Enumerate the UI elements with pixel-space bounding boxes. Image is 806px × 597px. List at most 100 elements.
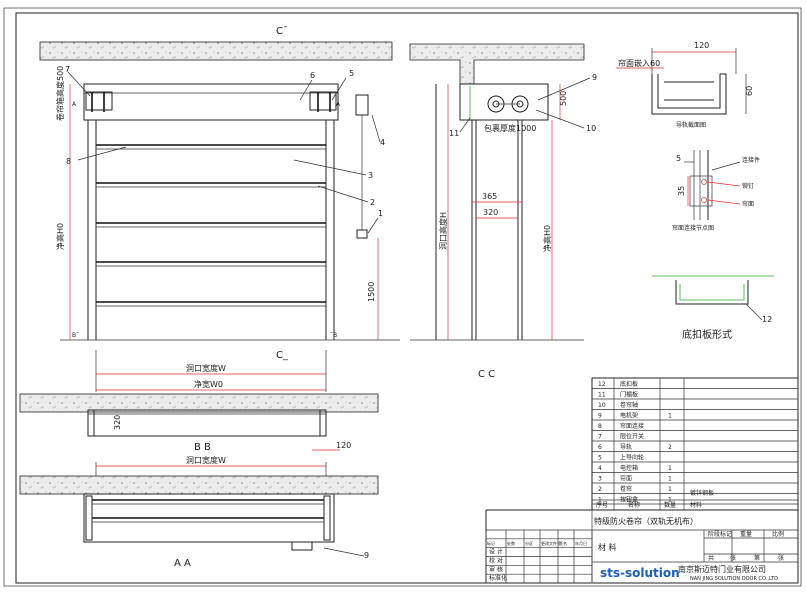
parts-cell-name: 底扣板: [620, 380, 638, 388]
tb-role: 标准化: [489, 574, 507, 582]
section-cc: 洞口高度H 净高H0 500 包裹厚度1000 365 320 9 10 11 …: [409, 43, 597, 380]
parts-cell-qty: 1: [668, 486, 672, 493]
guide-label-embed: 帘面嵌入60: [618, 58, 660, 68]
tb-column-header: 分区: [525, 540, 533, 546]
tb-material-label: 材 料: [598, 542, 617, 552]
slat-caption: 帘面连接节点图: [672, 224, 714, 232]
parts-cell-qty: 1: [668, 476, 672, 483]
tb-right-label-1: 阶段标记: [708, 530, 732, 538]
aa-slab: [19, 475, 379, 495]
guide-dim-120: 120: [694, 41, 709, 50]
slat-note-2: 铆钉: [742, 182, 754, 190]
detail-slat-connection: 5 35 连接件 铆钉 帘面 帘面连接节点图: [672, 150, 760, 232]
parts-cell-name: 电控箱: [620, 464, 638, 472]
parts-header-name: 名称: [628, 501, 640, 509]
mark-c-top: C¯: [276, 26, 288, 37]
parts-cell-no: 8: [598, 423, 602, 430]
callout-3: 3: [368, 171, 373, 180]
slat-dim-5: 5: [676, 154, 681, 163]
label-box-height: 卷帘箱高度500: [55, 66, 65, 121]
bb-title: B B: [194, 442, 211, 453]
tb-right-label-2: 重量: [740, 530, 752, 538]
parts-cell-name: 帘面: [620, 475, 632, 483]
tb-column-header: 签名: [559, 540, 567, 546]
parts-cell-no: 12: [598, 381, 606, 388]
title-block: 设 计校 对审 核标准化标记处数分区更改文件号签名年月日 特级防火卷帘（双轨无机…: [485, 509, 799, 584]
bb-dim-320: 320: [113, 415, 122, 430]
dim-1500: 1500: [367, 282, 376, 302]
detail-bottom-plate: 12 底扣板形式: [652, 275, 774, 341]
parts-header-mat: 材料: [690, 501, 702, 509]
callout-6: 6: [310, 71, 315, 80]
detail-guide-section: 120 帘面嵌入60 60 导轨截面图: [616, 41, 754, 129]
parts-cell-no: 4: [598, 465, 602, 472]
callout-5: 5: [349, 69, 354, 78]
tb-sheet-1: 共: [708, 554, 714, 562]
callout-8: 8: [66, 157, 71, 166]
tb-role: 校 对: [489, 557, 503, 565]
title-block-grid: 设 计校 对审 核标准化标记处数分区更改文件号签名年月日: [485, 530, 593, 583]
slat-note-3: 帘面: [742, 200, 754, 208]
company-name-cn: 南京斯迈特门业有限公司: [678, 564, 766, 574]
front-view: 卷帘箱高度500 净高H0 1500 C¯ A A B¯ ¯B C_ 7 6 5…: [39, 26, 400, 392]
aa-callout-9: 9: [364, 551, 369, 560]
inner-border: [15, 12, 799, 584]
bb-slab: [19, 393, 379, 413]
cc-dim-320: 320: [483, 208, 498, 217]
cc-dim-500: 500: [559, 91, 568, 106]
parts-cell-no: 11: [598, 392, 606, 399]
outer-border: [3, 7, 802, 587]
slat-note-1: 连接件: [742, 156, 760, 164]
mark-a-left: A: [72, 101, 77, 108]
button-box: [356, 229, 368, 239]
cc-label-opening-height: 洞口高度H: [438, 212, 448, 250]
mark-c-bottom: C_: [276, 350, 289, 361]
aa-title: A A: [174, 558, 191, 569]
parts-cell-qty: 1: [668, 465, 672, 472]
parts-cell-no: 9: [598, 413, 602, 420]
cc-callout-10: 10: [586, 124, 596, 133]
section-bb: 320 120 B B: [19, 393, 379, 453]
tb-column-header: 年月日: [575, 540, 587, 546]
parts-header-qty: 数量: [664, 501, 676, 509]
tb-product-name: 特级防火卷帘（双轨无机布）: [594, 516, 698, 526]
parts-cell-name: 按钮盒: [620, 496, 638, 504]
parts-cell-no: 6: [598, 444, 602, 451]
bottom-callout-12: 12: [762, 315, 772, 324]
mark-b-left: B¯: [72, 332, 79, 339]
parts-cell-name: 上导向轮: [620, 454, 644, 462]
guide-caption: 导轨截面图: [676, 121, 706, 129]
tb-column-header: 更改文件号: [541, 540, 561, 546]
tb-role: 审 核: [489, 565, 503, 573]
parts-cell-no: 5: [598, 455, 602, 462]
parts-cell-name: 帘面连接: [620, 422, 644, 430]
parts-note-material: 镀锌钢板: [690, 489, 714, 497]
bb-dim-120: 120: [336, 441, 351, 450]
tb-sheet-2: 张: [730, 554, 736, 562]
cc-callout-9: 9: [592, 73, 597, 82]
guide-dim-60: 60: [745, 86, 754, 96]
cc-label-wrap-thickness: 包裹厚度1000: [484, 123, 536, 133]
parts-header-no: 序号: [596, 501, 608, 509]
aa-label-opening-width: 洞口宽度W: [186, 455, 226, 465]
parts-cell-name: 卷帘轴: [620, 401, 638, 409]
tb-column-header: 处数: [507, 540, 515, 546]
label-net-width: 净宽W0: [194, 379, 223, 389]
parts-cell-name: 卷帘: [620, 485, 632, 493]
callout-4: 4: [380, 138, 385, 147]
label-opening-width: 洞口宽度W: [186, 363, 226, 373]
cc-callout-11: 11: [449, 129, 459, 138]
tb-column-header: 标记: [487, 540, 495, 546]
parts-cell-no: 2: [598, 486, 602, 493]
label-net-height: 净高H0: [55, 223, 65, 250]
parts-cell-name: 导轨: [620, 443, 632, 451]
mark-a-right: A: [336, 101, 341, 108]
callout-1: 1: [378, 209, 383, 218]
roller-box: [83, 83, 339, 121]
parts-cell-no: 10: [598, 402, 606, 409]
callout-2: 2: [370, 198, 375, 207]
